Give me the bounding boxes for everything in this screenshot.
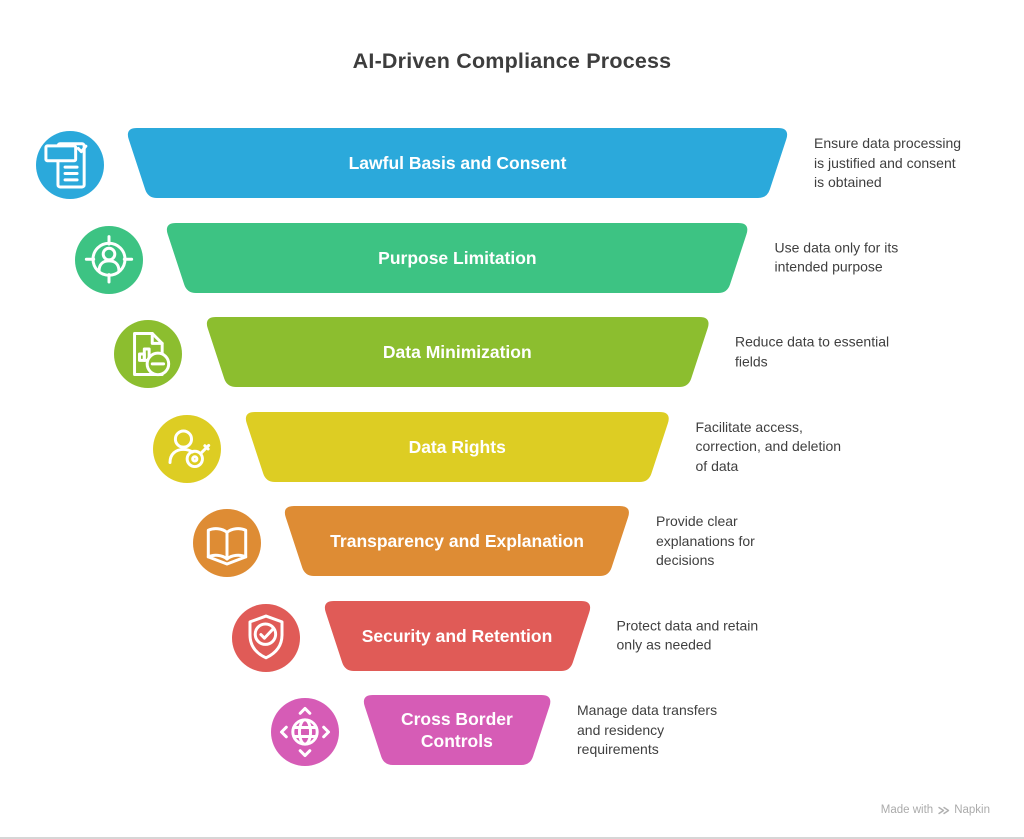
- shield-check-icon: [248, 614, 284, 659]
- funnel-bar: [164, 222, 750, 293]
- person-key-icon: [168, 429, 211, 468]
- step-label: Data Minimization: [382, 342, 532, 362]
- step-description: Use data only for its intended purpose: [774, 239, 899, 275]
- step-label: Security and Retention: [361, 625, 553, 646]
- step-description: Protect data and retain only as needed: [616, 617, 759, 653]
- watermark-brand: Napkin: [954, 804, 990, 816]
- step-icon-badge: [114, 320, 183, 388]
- step-label: Transparency and Explanation: [330, 531, 584, 551]
- napkin-logo-icon: [938, 806, 950, 814]
- open-book-icon: [206, 527, 247, 566]
- step-icon-badge: [271, 698, 340, 766]
- step-label: Purpose Limitation: [378, 247, 537, 268]
- step-description: Ensure data processing is justified and …: [814, 134, 962, 190]
- funnel-bar: [361, 695, 553, 765]
- step-icon-badge: [232, 603, 300, 672]
- watermark[interactable]: Made with Napkin: [881, 804, 990, 816]
- funnel-bar: [204, 317, 711, 387]
- funnel-bar: [322, 600, 593, 671]
- document-minus-icon: [133, 331, 171, 377]
- step-description: Facilitate access, correction, and delet…: [695, 418, 842, 474]
- watermark-prefix: Made with: [880, 804, 934, 816]
- step-icon-badge: [192, 509, 261, 577]
- step-description: Provide clear explanations for decisions: [656, 512, 755, 568]
- consent-form-icon: [43, 142, 87, 189]
- step-label: Lawful Basis and Consent: [348, 153, 567, 173]
- step-icon-badge: [153, 414, 222, 483]
- globe-arrows-icon: [280, 706, 331, 758]
- target-person-icon: [84, 234, 133, 283]
- funnel-bar: [125, 128, 790, 198]
- step-description: Reduce data to essential fields: [735, 333, 890, 370]
- step-label: Cross Border Controls: [400, 709, 513, 751]
- step-icon-badge: [74, 225, 143, 294]
- page-title: AI-Driven Compliance Process: [352, 49, 672, 73]
- step-description: Manage data transfers and residency requ…: [577, 701, 718, 757]
- funnel-bar: [243, 411, 672, 482]
- funnel-bar: [282, 506, 632, 576]
- step-label: Data Rights: [408, 436, 506, 457]
- step-icon-badge: [35, 131, 104, 199]
